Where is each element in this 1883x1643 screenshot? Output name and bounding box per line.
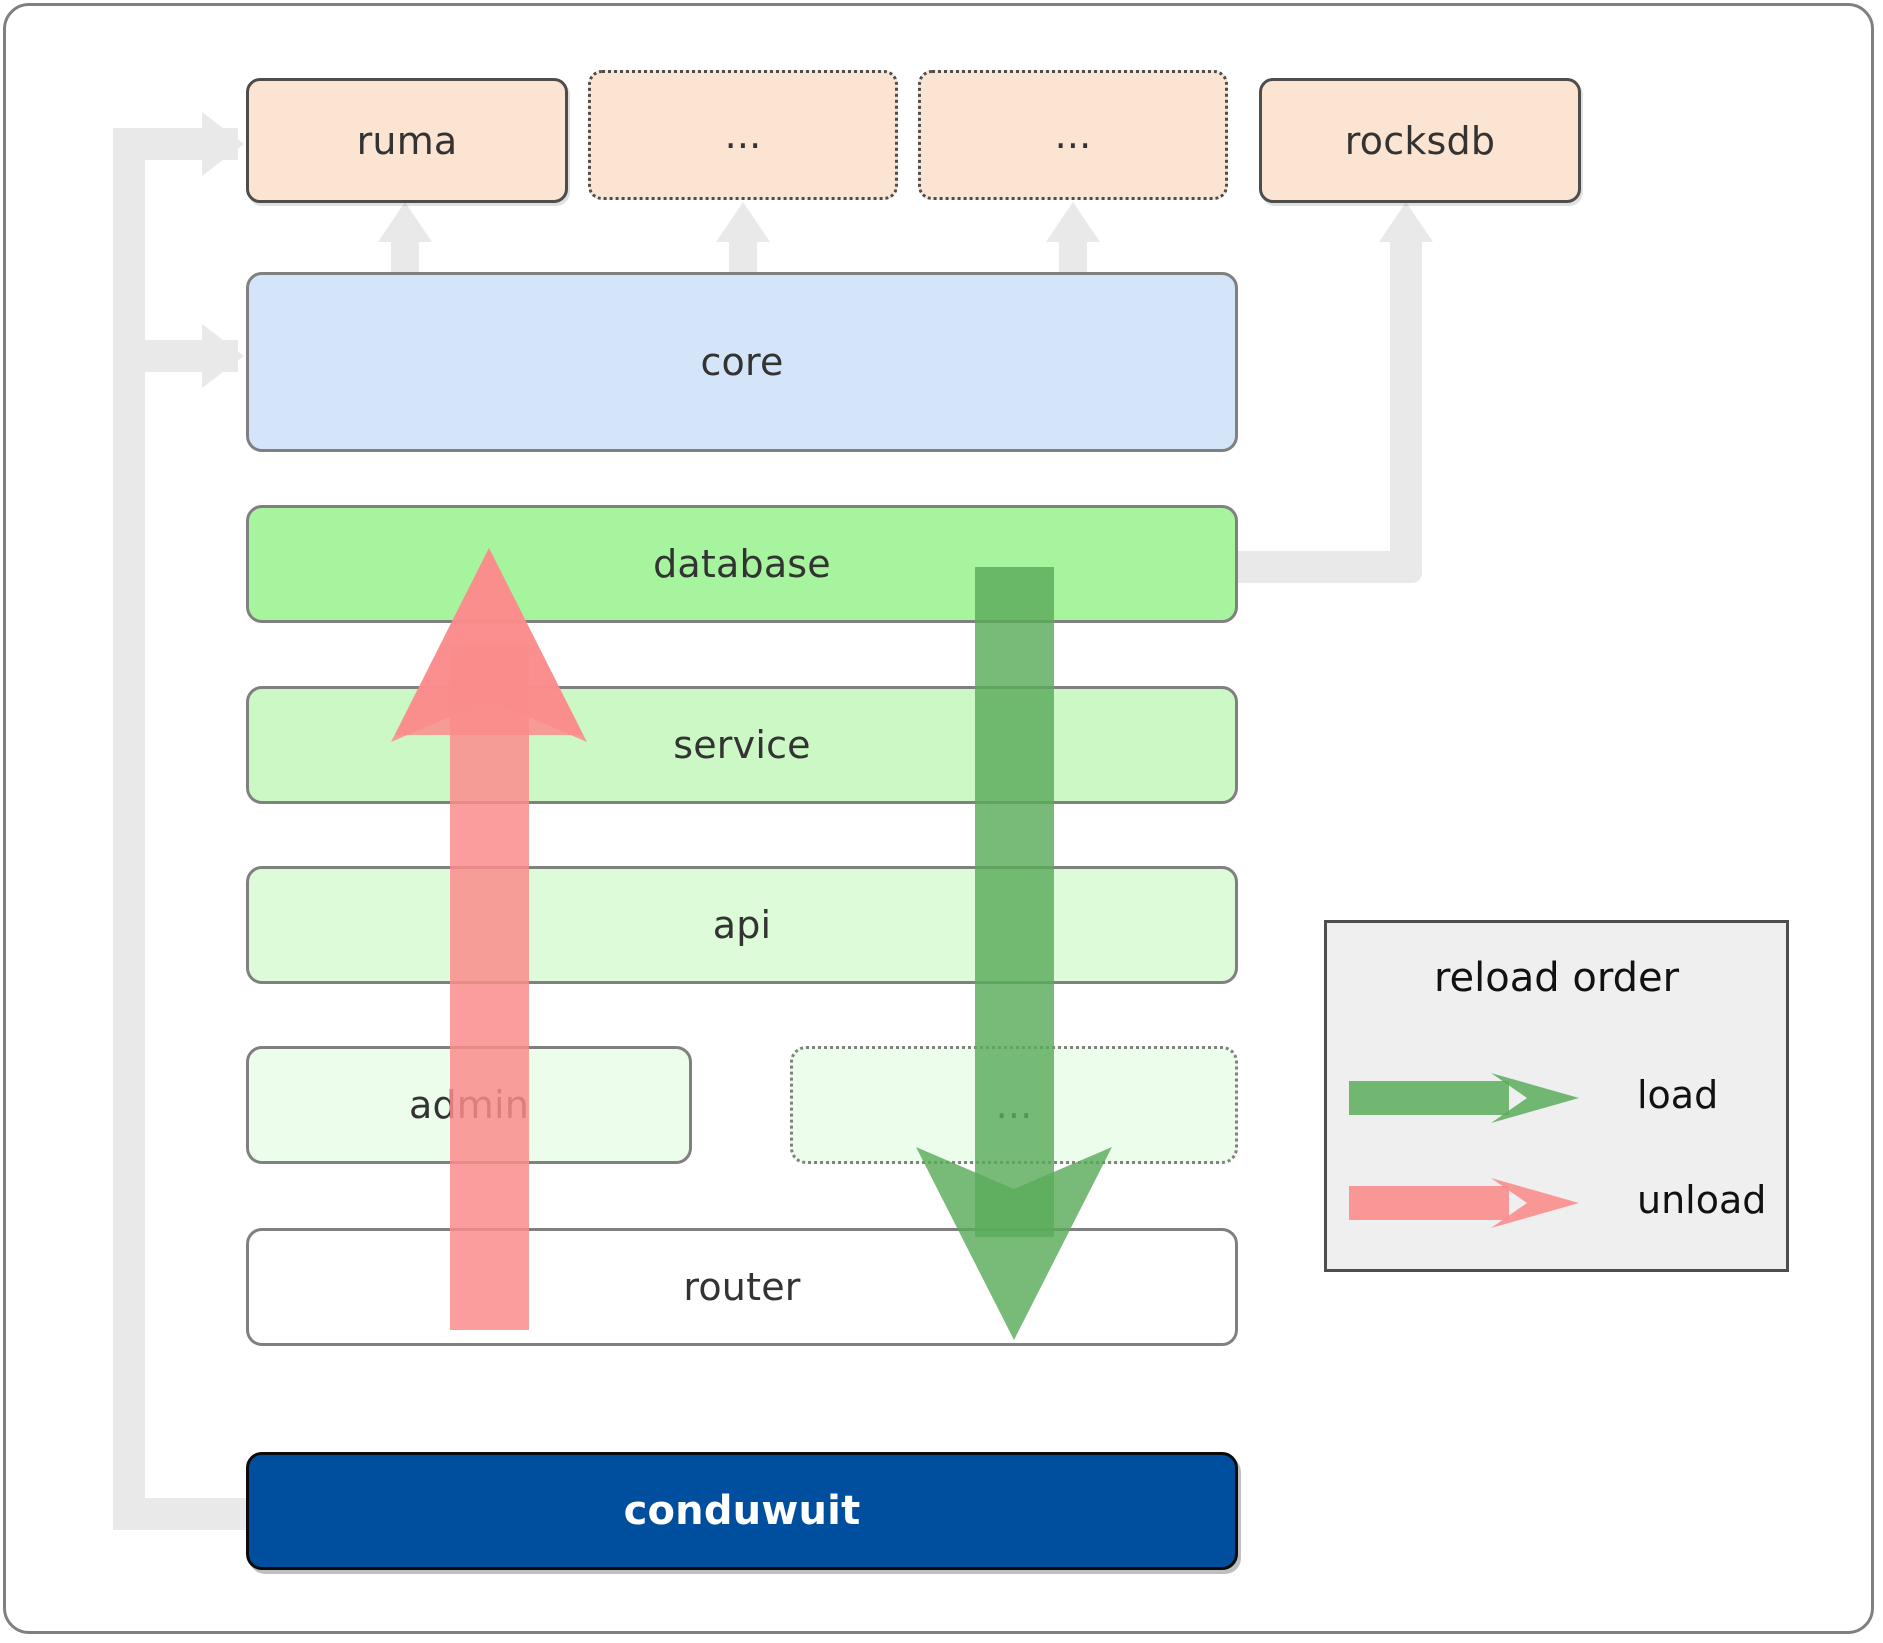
layer-label-core: core [700, 340, 784, 384]
layer-label-more-dots: ... [995, 1083, 1033, 1127]
dependency-box-rocksdb[interactable]: rocksdb [1259, 78, 1581, 203]
layer-box-api[interactable]: api [246, 866, 1238, 984]
connector-arrow-up-dots2 [1046, 202, 1100, 242]
legend-panel: reload order load unload [1324, 920, 1789, 1272]
layer-box-router[interactable]: router [246, 1228, 1238, 1346]
connector-conduwuit-to-trunk [113, 1498, 261, 1530]
dependency-label-dots-1: ... [724, 113, 762, 157]
connector-arrow-ruma [202, 112, 244, 176]
connector-arrow-up-ruma [378, 202, 432, 242]
legend-unload-arrow-icon [1349, 1178, 1579, 1228]
dependency-box-ruma[interactable]: ruma [246, 78, 568, 203]
legend-row-load: load [1327, 1053, 1786, 1143]
layer-box-core[interactable]: core [246, 272, 1238, 452]
layer-label-admin: admin [408, 1083, 530, 1127]
diagram-frame [3, 3, 1874, 1634]
dependency-box-dots-2[interactable]: ... [918, 70, 1228, 200]
root-label-conduwuit: conduwuit [623, 1488, 861, 1534]
connector-arrow-up-dots1 [716, 202, 770, 242]
layer-box-admin[interactable]: admin [246, 1046, 692, 1164]
dependency-label-dots-2: ... [1054, 113, 1092, 157]
layer-label-database: database [653, 542, 831, 586]
layer-label-api: api [712, 903, 772, 947]
layer-label-service: service [673, 723, 811, 767]
layer-box-database[interactable]: database [246, 505, 1238, 623]
dependency-box-dots-1[interactable]: ... [588, 70, 898, 200]
legend-row-unload: unload [1327, 1158, 1786, 1248]
connector-trunk-left [113, 128, 145, 1530]
connector-arrow-up-rocksdb [1379, 202, 1433, 242]
layer-label-router: router [683, 1265, 801, 1309]
layer-box-more-dots[interactable]: ... [790, 1046, 1238, 1164]
connector-database-to-rocksdb-v [1390, 230, 1422, 570]
connector-arrow-core [202, 324, 244, 388]
layer-box-service[interactable]: service [246, 686, 1238, 804]
legend-label-load: load [1637, 1073, 1719, 1117]
dependency-label-ruma: ruma [356, 118, 458, 163]
dependency-label-rocksdb: rocksdb [1344, 118, 1496, 163]
legend-load-arrow-icon [1349, 1073, 1579, 1123]
legend-label-unload: unload [1637, 1178, 1767, 1222]
legend-title: reload order [1433, 955, 1680, 1001]
root-box-conduwuit[interactable]: conduwuit [246, 1452, 1238, 1570]
